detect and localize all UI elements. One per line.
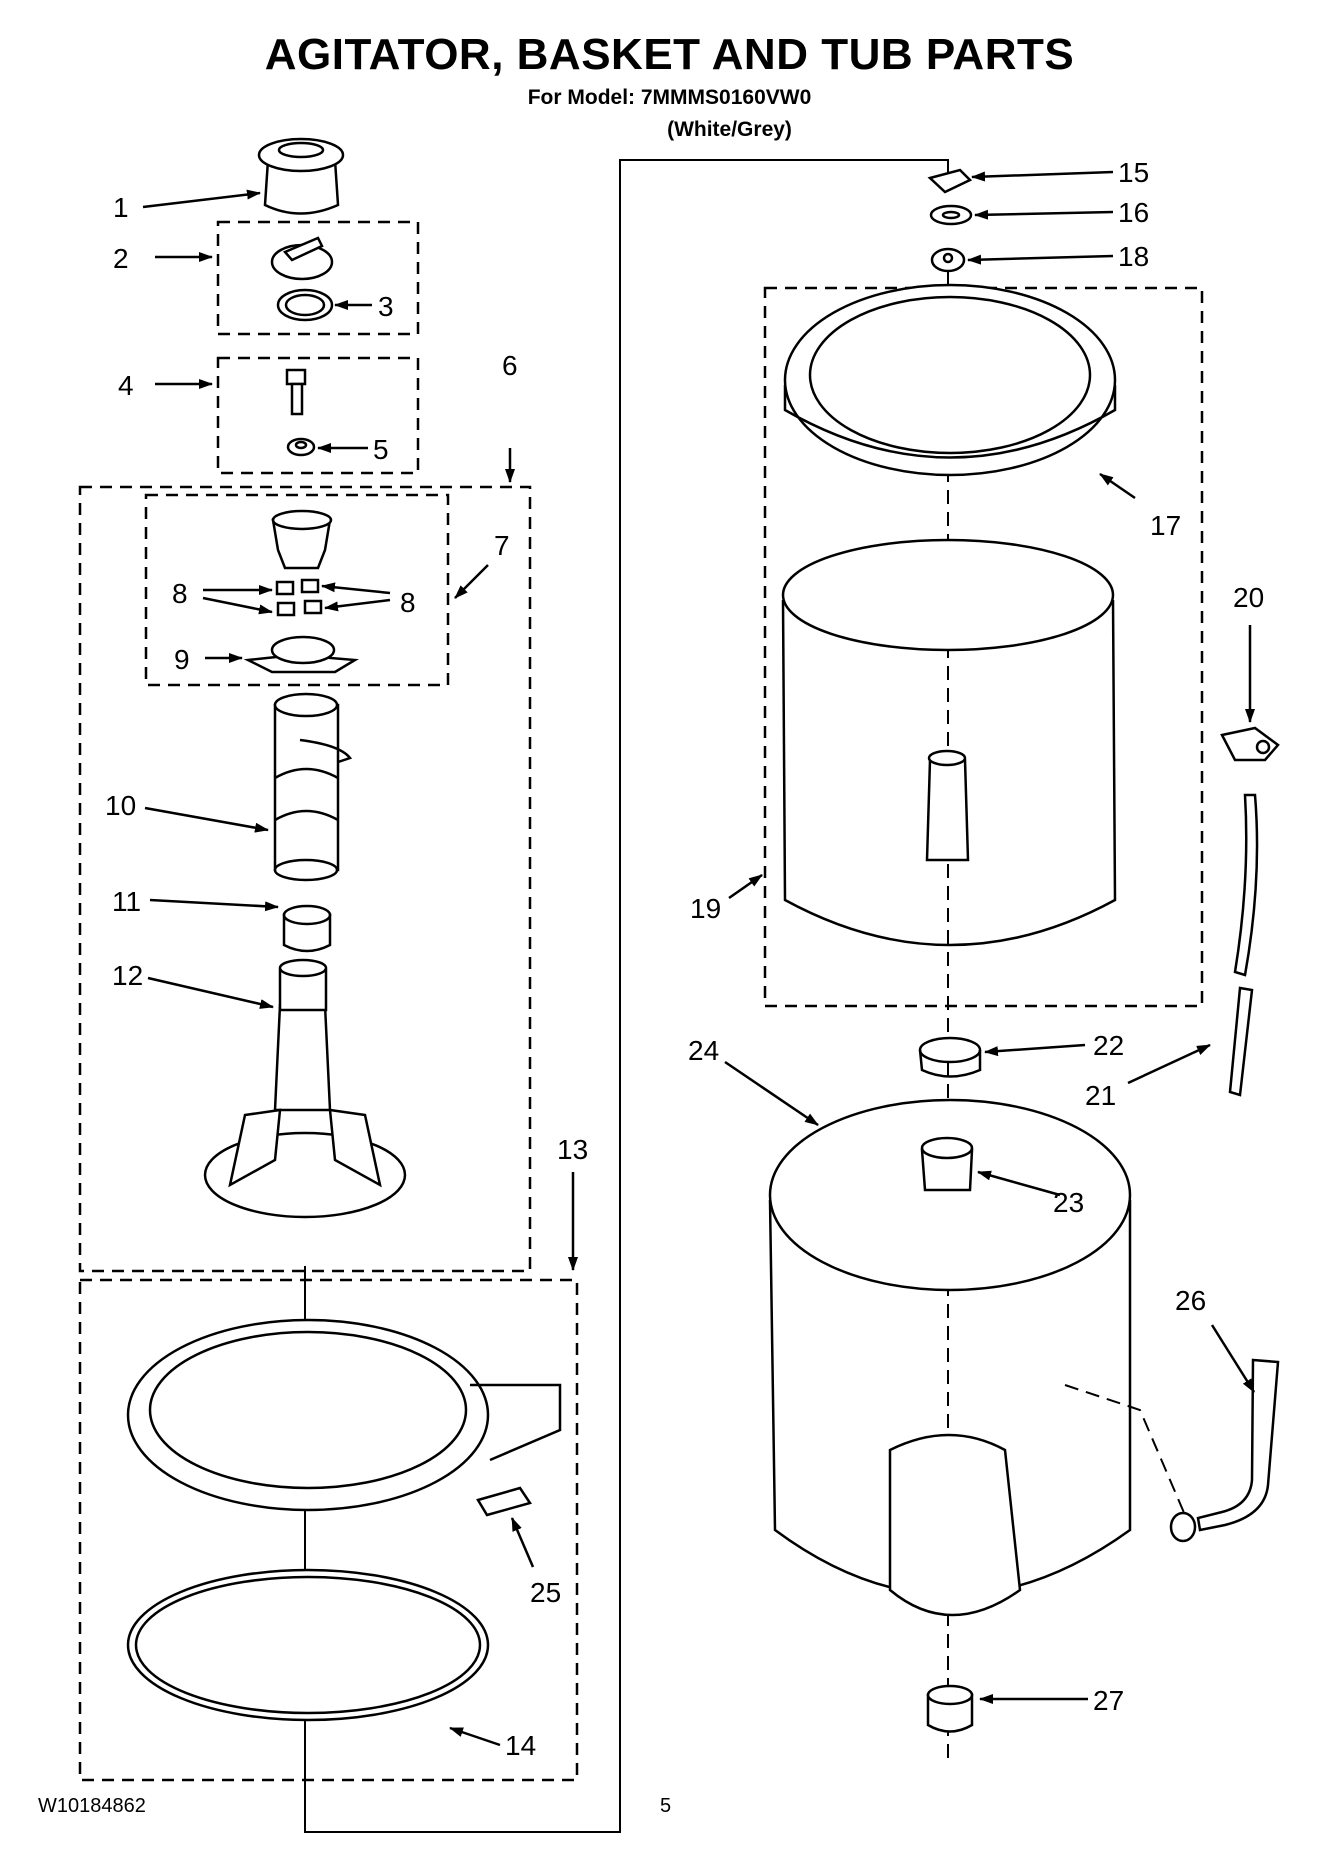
callout-15: 15 [1118,157,1149,188]
tub-bushing-part [920,1136,974,1192]
color-line: (White/Grey) [667,118,792,141]
basket-drive-plate-part [929,204,973,226]
callout-8-right: 8 [400,587,416,618]
hose-clamp-part [1220,726,1280,762]
model-line: For Model: 7MMMS0160VW0 [527,86,812,109]
leader-18 [967,254,1114,265]
dog-ring-part [243,635,359,674]
callout-16: 16 [1118,197,1149,228]
callout-22: 22 [1093,1030,1124,1061]
tub-ring-part [126,1318,562,1512]
bearing-part [282,904,332,953]
callout-13: 13 [557,1134,588,1165]
agitator-base-part [203,958,407,1219]
leader-15 [971,170,1114,182]
leader-26 [1210,1324,1256,1393]
group-box-17 [763,286,1204,1008]
group-box-7 [144,493,450,687]
page-number: 5 [660,1795,672,1817]
leader-1 [142,189,261,209]
washer-part [286,437,316,457]
leader-8b [202,596,273,615]
tub-seal-part [126,1568,490,1722]
group-box-2 [216,220,420,336]
hose-connector-line [1064,1384,1186,1516]
callout-1: 1 [113,192,129,223]
fabric-softener-dispenser-part [257,137,345,215]
callout-23: 23 [1053,1187,1084,1218]
document-number: W10184862 [38,1795,146,1817]
leader-7 [454,564,489,599]
callout-4: 4 [118,370,134,401]
leader-21 [1127,1043,1211,1085]
leader-14 [449,1726,501,1747]
group-box-13 [78,1278,579,1782]
leader-19 [728,873,763,900]
callout-20: 20 [1233,582,1264,613]
callout-17: 17 [1150,510,1181,541]
group-box-4 [216,356,420,475]
assembly-connector-line [304,159,949,1833]
group-box-6 [78,485,532,1273]
lid-switch-part [476,1486,532,1517]
fill-hose-part [1169,1358,1280,1543]
o-ring-part [276,288,334,322]
agitator-cam-part [271,509,333,570]
hub-nut-part [930,247,966,273]
tub-grommet-part [926,1684,974,1733]
callout-24: 24 [688,1035,719,1066]
callout-9: 9 [174,644,190,675]
leader-17 [1099,472,1136,500]
hose-part [1228,793,1259,1097]
leader-24 [724,1060,819,1127]
leader-12 [147,976,274,1009]
callout-21: 21 [1085,1080,1116,1111]
callout-2: 2 [113,243,129,274]
leader-11 [149,898,279,912]
leader-23 [977,1170,1061,1197]
leader-25 [510,1517,535,1568]
agitator-bolt-part [285,368,307,416]
callout-25: 25 [530,1577,561,1608]
callout-5: 5 [373,434,389,465]
callout-12: 12 [112,960,143,991]
callout-6: 6 [502,350,518,381]
wash-basket-part [781,538,1117,947]
callout-26: 26 [1175,1285,1206,1316]
leader-8c [321,582,391,595]
callout-27: 27 [1093,1685,1124,1716]
leader-8d [324,598,391,612]
agitator-auger-part [273,692,353,882]
callout-10: 10 [105,790,136,821]
callout-18: 18 [1118,241,1149,272]
spanner-nut-part [927,168,973,194]
agitator-dog-parts [275,578,323,617]
callout-11: 11 [112,886,141,917]
leader-22 [984,1043,1086,1057]
page-title: AGITATOR, BASKET AND TUB PARTS [264,30,1075,79]
outer-tub-part [768,1098,1132,1617]
leader-16 [974,209,1114,220]
callout-8-left: 8 [172,578,188,609]
callout-7: 7 [494,530,510,561]
callout-3: 3 [378,291,394,322]
dispenser-cap-part [270,236,334,281]
basket-clamp-part [918,1036,982,1078]
callout-19: 19 [690,893,721,924]
balance-ring-part [783,283,1117,477]
leader-10 [144,806,269,833]
callout-14: 14 [505,1730,536,1761]
